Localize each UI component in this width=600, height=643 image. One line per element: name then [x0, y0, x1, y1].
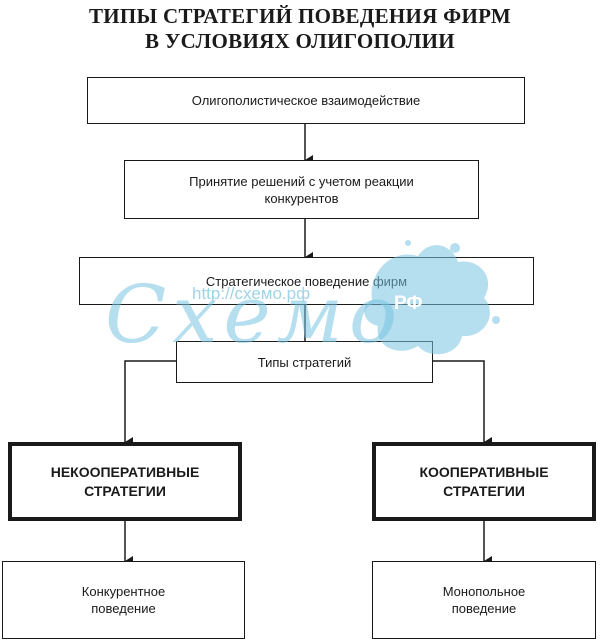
- node-noncooperative-line-2: СТРАТЕГИИ: [84, 482, 166, 499]
- node-monopoly-line-1: Монопольное: [442, 584, 526, 599]
- arrow-types-to-noncoop: [124, 360, 176, 447]
- node-decision-making: Принятие решений с учетом реакции конкур…: [124, 160, 479, 219]
- node-competitive-line-2: поведение: [91, 601, 156, 616]
- node-strategy-types: Типы стратегий: [176, 341, 433, 383]
- node-cooperative-strategies: КООПЕРАТИВНЫЕ СТРАТЕГИИ: [372, 442, 596, 521]
- node-strategic-behavior-label: Стратегическое поведение фирм: [205, 273, 408, 289]
- node-cooperative-line-2: СТРАТЕГИИ: [443, 482, 525, 499]
- node-cooperative-line-1: КООПЕРАТИВНЫЕ: [419, 463, 549, 480]
- diagram-title: ТИПЫ СТРАТЕГИЙ ПОВЕДЕНИЯ ФИРМ В УСЛОВИЯХ…: [0, 4, 600, 54]
- title-line-2: В УСЛОВИЯХ ОЛИГОПОЛИИ: [145, 29, 455, 53]
- node-monopoly-line-2: поведение: [451, 601, 517, 616]
- node-oligopolistic-interaction: Олигополистическое взаимодействие: [87, 77, 525, 124]
- node-decision-making-line-1: Принятие решений с учетом реакции: [189, 173, 414, 189]
- node-oligopolistic-interaction-label: Олигополистическое взаимодействие: [191, 93, 421, 108]
- node-competitive-line-1: Конкурентное: [81, 584, 166, 599]
- node-noncooperative-line-1: НЕКООПЕРАТИВНЫЕ: [50, 463, 200, 480]
- node-strategic-behavior: Стратегическое поведение фирм: [79, 257, 534, 305]
- node-strategy-types-label: Типы стратегий: [257, 354, 352, 370]
- title-line-1: ТИПЫ СТРАТЕГИЙ ПОВЕДЕНИЯ ФИРМ: [88, 4, 511, 28]
- arrow-types-to-coop: [433, 360, 492, 447]
- node-decision-making-line-2: конкурентов: [264, 190, 339, 206]
- node-competitive-behavior: Конкурентное поведение: [2, 561, 245, 639]
- node-monopoly-behavior: Монопольное поведение: [372, 561, 596, 639]
- node-noncooperative-strategies: НЕКООПЕРАТИВНЫЕ СТРАТЕГИИ: [8, 442, 242, 521]
